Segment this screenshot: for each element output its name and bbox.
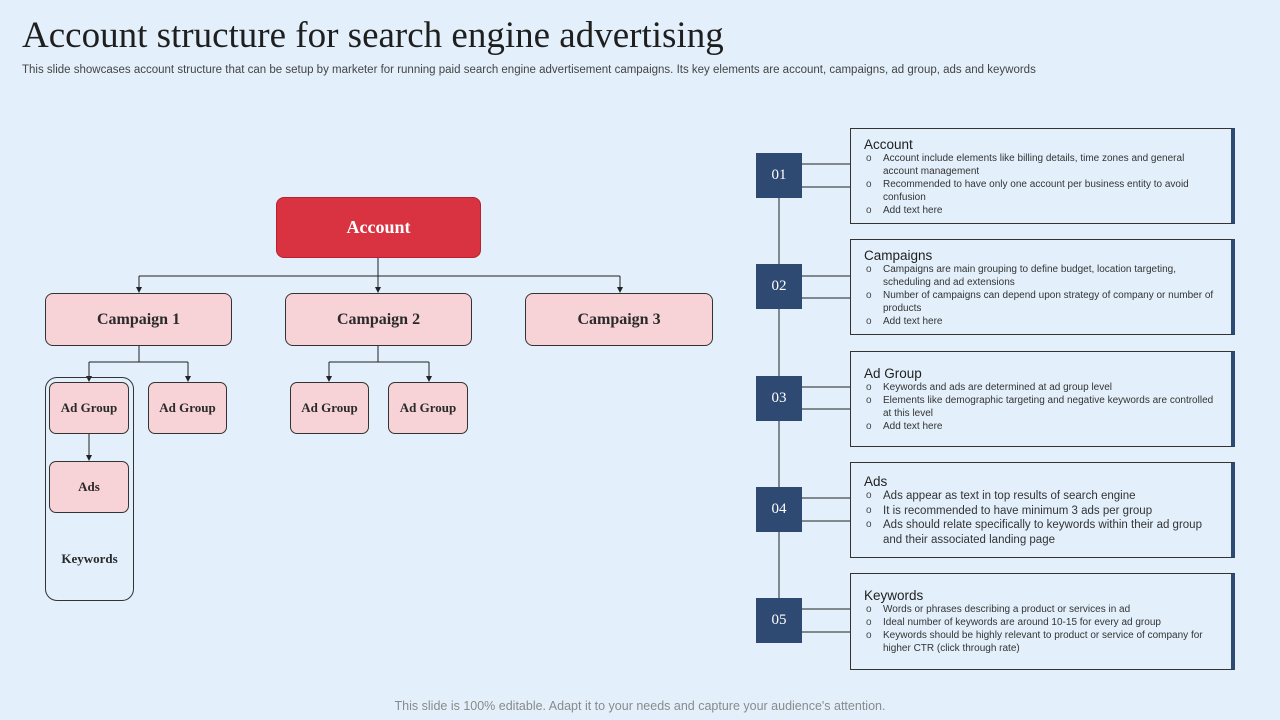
ads-node: Ads [49, 461, 129, 513]
ad-group-node: Ad Group [49, 382, 129, 434]
page-subtitle: This slide showcases account structure t… [22, 64, 1036, 76]
keywords-card: Keywords Words or phrases describing a p… [850, 573, 1235, 670]
card-bullet: Ads should relate specifically to keywor… [864, 518, 1219, 547]
card-bullet: Words or phrases describing a product or… [864, 603, 1219, 616]
campaign-1-node: Campaign 1 [45, 293, 232, 346]
step-number-badge: 01 [756, 153, 802, 198]
keywords-label: Keywords [61, 551, 118, 566]
step-number-badge: 05 [756, 598, 802, 643]
card-bullet: Elements like demographic targeting and … [864, 394, 1219, 420]
card-bullet: Add text here [864, 315, 1219, 328]
card-title: Ads [864, 474, 888, 489]
card-title: Ad Group [864, 366, 922, 381]
card-bullet: It is recommended to have minimum 3 ads … [864, 504, 1219, 519]
card-bullet: Keywords should be highly relevant to pr… [864, 629, 1219, 655]
card-bullet: Ideal number of keywords are around 10-1… [864, 616, 1219, 629]
page-title: Account structure for search engine adve… [22, 15, 724, 56]
account-card: Account Account include elements like bi… [850, 128, 1235, 224]
campaign-2-node: Campaign 2 [285, 293, 472, 346]
card-bullet: Keywords and ads are determined at ad gr… [864, 381, 1219, 394]
step-number-badge: 04 [756, 487, 802, 532]
card-bullet: Campaigns are main grouping to define bu… [864, 263, 1219, 289]
ad-group-card: Ad Group Keywords and ads are determined… [850, 351, 1235, 447]
card-bullet: Recommended to have only one account per… [864, 178, 1219, 204]
card-title: Account [864, 137, 913, 152]
ad-group-node: Ad Group [388, 382, 468, 434]
keywords-frame [45, 377, 134, 601]
card-bullet: Add text here [864, 204, 1219, 217]
card-bullet: Ads appear as text in top results of sea… [864, 489, 1219, 504]
card-bullet: Number of campaigns can depend upon stra… [864, 289, 1219, 315]
campaigns-card: Campaigns Campaigns are main grouping to… [850, 239, 1235, 335]
card-title: Keywords [864, 588, 924, 603]
step-number-badge: 03 [756, 376, 802, 421]
step-number-badge: 02 [756, 264, 802, 309]
account-node: Account [276, 197, 481, 258]
card-bullet: Account include elements like billing de… [864, 152, 1219, 178]
ad-group-node: Ad Group [290, 382, 369, 434]
campaign-3-node: Campaign 3 [525, 293, 713, 346]
footer-note: This slide is 100% editable. Adapt it to… [394, 699, 886, 713]
card-bullet: Add text here [864, 420, 1219, 433]
card-title: Campaigns [864, 248, 933, 263]
ad-group-node: Ad Group [148, 382, 227, 434]
ads-card: Ads Ads appear as text in top results of… [850, 462, 1235, 558]
